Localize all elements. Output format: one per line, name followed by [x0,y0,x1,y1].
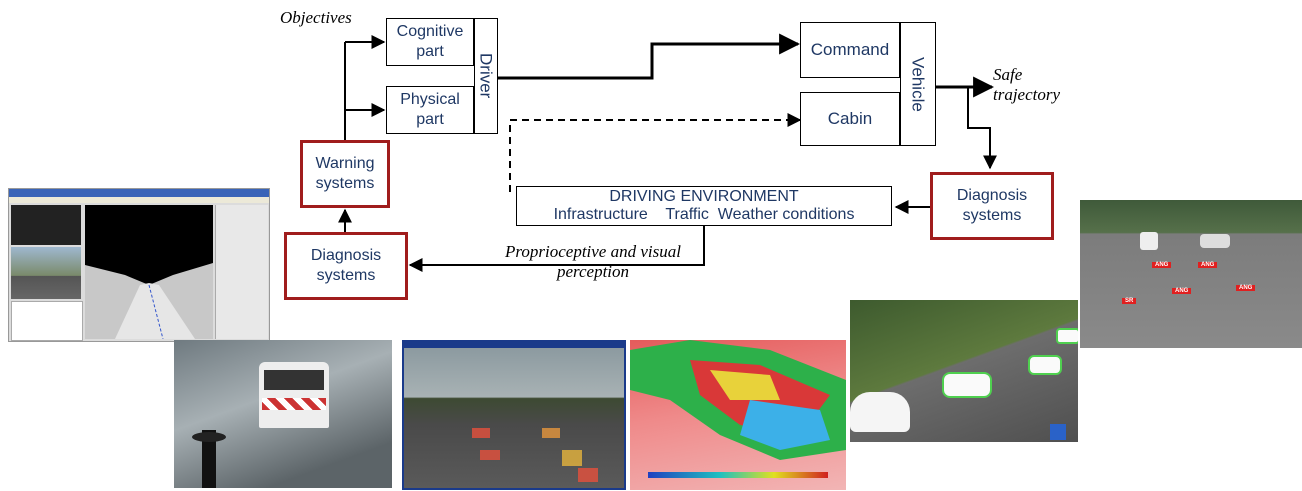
objectives-label: Objectives [280,8,352,27]
driver-box: Driver [474,18,498,134]
arrow-vehicle-to-diagnosis [967,87,997,170]
perception-label: Proprioceptive and visual perception [505,242,681,282]
command-box: Command [800,22,900,78]
arrow-perception [408,226,705,272]
environment-title: DRIVING ENVIRONMENT [609,187,799,205]
cabin-box: Cabin [800,92,900,146]
environment-items: Infrastructure Traffic Weather condition… [553,206,855,223]
tracking-tag: ANG [1172,288,1192,294]
tracking-tag: ANG [1152,262,1172,268]
vehicle-box: Vehicle [900,22,936,146]
warning-systems-box: Warning systems [300,140,390,208]
diagnosis-systems-left-box: Diagnosis systems [284,232,408,300]
road-lane-detection-photo [402,340,626,490]
cognitive-part-box: Cognitive part [386,18,474,66]
3d-terrain-visualization [630,340,846,490]
wet-road-van-photo [174,340,392,488]
physical-part-box: Physical part [386,86,474,134]
arrow-environment-to-cabin [509,113,802,192]
tracking-tag: SR [1122,298,1137,304]
arrow-driver-to-command [498,33,801,80]
curve-vehicle-tracking-photo [850,300,1078,442]
safe-trajectory-label: Safe trajectory [993,65,1061,105]
simulator-software-screenshot [8,188,270,342]
intersection-tracking-photo: ANG ANG ANG ANG SR [1080,200,1302,348]
diagnosis-systems-right-box: Diagnosis systems [930,172,1054,240]
tracking-tag: ANG [1236,285,1256,291]
tracking-tag: ANG [1198,262,1218,268]
driving-environment-box: DRIVING ENVIRONMENT Infrastructure Traff… [516,186,892,226]
